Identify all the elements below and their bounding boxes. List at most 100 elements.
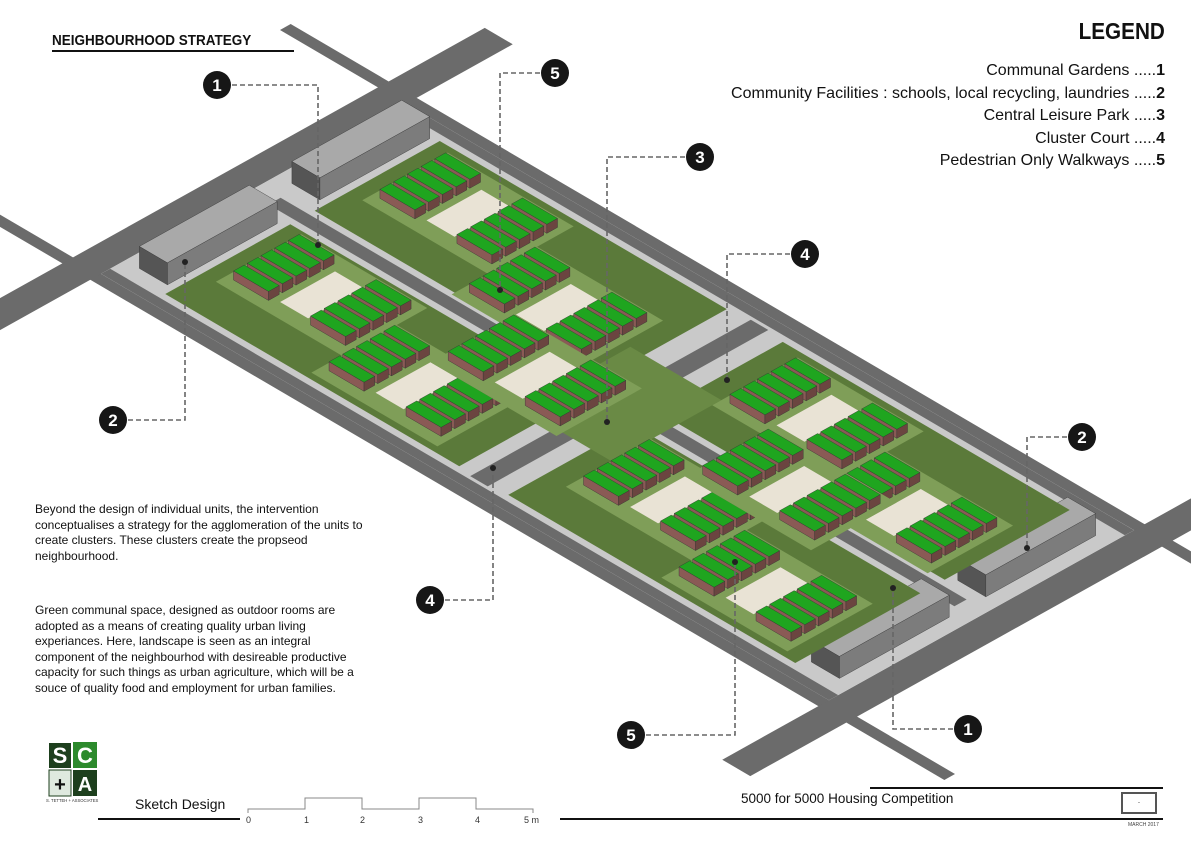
cluster-court [515,284,599,331]
marker-circle [954,715,982,743]
marker-leader-line [606,156,685,422]
marker-anchor-dot [732,559,738,565]
firm-logo: S C + A [48,742,97,797]
housing-unit [729,388,777,425]
marker-anchor-dot [497,287,503,293]
cluster-court [749,466,833,513]
road [722,498,1191,777]
scale-tick: 3 [418,815,424,825]
housing-unit [806,433,854,470]
scale-tick: 5 m [524,815,540,825]
housing-unit [310,309,357,346]
community-facility-building [138,184,278,286]
marker-leader-line [726,253,790,380]
drawing-stage-label: Sketch Design [135,796,226,812]
marker-number: 4 [425,591,435,610]
footer-rule [870,787,1163,789]
marker-number: 1 [963,720,972,739]
cluster-court [776,394,860,442]
firm-name: S. TETTEH + ASSOCIATES [46,798,99,803]
central-leisure-park [520,346,722,462]
marker-anchor-dot [315,242,321,248]
marker-anchor-dot [724,377,730,383]
road [280,24,1191,564]
svg-text:A: A [78,774,92,796]
legend: Communal Gardens .....1 Community Facili… [731,60,1165,173]
footer-rule [560,818,1163,820]
description-paragraph: Green communal space, designed as outdoo… [35,603,354,695]
marker-anchor-dot [182,259,188,265]
housing-unit [379,183,427,220]
marker-number: 1 [212,76,221,95]
marker-leader-line [232,84,319,245]
cluster-court [280,271,363,319]
marker-circle [686,143,714,171]
legend-item-community-facilities: Community Facilities : schools, local re… [731,84,1165,102]
cluster-court [426,189,510,237]
housing-unit [895,527,943,564]
road [396,103,1135,536]
cluster-court [630,476,713,524]
scale-tick: 4 [475,815,481,825]
page-title: NEIGHBOURHOOD STRATEGY [52,32,252,49]
road [0,27,513,331]
housing-unit [456,228,504,265]
marker-anchor-dot [604,419,610,425]
marker-circle [1068,423,1096,451]
housing-unit [233,264,280,301]
marker-circle [617,721,645,749]
housing-unit [755,605,803,642]
legend-item-communal-gardens: Communal Gardens .....1 [986,62,1165,79]
marker-circle [541,59,569,87]
housing-unit [702,459,749,496]
marker-leader-line [445,468,494,601]
cluster-court [494,351,578,399]
housing-unit [405,400,453,437]
marker-number: 5 [626,726,635,745]
scale-tick: 2 [360,815,366,825]
marker-number: 2 [108,411,117,430]
community-facility-building [291,99,431,201]
date-label: MARCH 2017 [1128,822,1159,828]
housing-unit [583,469,630,506]
marker-circle [99,406,127,434]
marker-leader-line [128,262,186,421]
road [101,268,839,701]
housing-unit [660,514,707,551]
marker-anchor-dot [890,585,896,591]
scale-tick: 1 [304,815,310,825]
legend-title: LEGEND [1078,18,1165,44]
svg-text:+: + [54,774,66,796]
scale-bar [247,797,534,813]
marker-leader-line [646,562,736,736]
legend-item-central-park: Central Leisure Park .....3 [983,107,1165,124]
housing-unit [779,504,826,541]
marker-number: 2 [1077,428,1086,447]
housing-unit [328,355,376,392]
title-underline [52,50,294,52]
marker-leader-line [1026,436,1067,548]
marker-leader-line [499,72,540,290]
marker-number: 4 [800,245,810,264]
sheet-number-box: . [1121,792,1157,814]
legend-item-cluster-court: Cluster Court .....4 [1035,129,1165,147]
svg-text:S: S [53,743,68,768]
marker-anchor-dot [490,465,496,471]
housing-unit [447,345,495,382]
housing-unit [468,277,516,314]
svg-text:C: C [77,743,93,768]
competition-title: 5000 for 5000 Housing Competition [741,791,954,806]
legend-item-walkways: Pedestrian Only Walkways .....5 [939,152,1165,169]
marker-circle [416,586,444,614]
description-paragraph: Beyond the design of individual units, t… [35,502,363,563]
marker-circle [791,240,819,268]
marker-anchor-dot [1024,545,1030,551]
marker-circle [203,71,231,99]
cluster-court [375,362,459,410]
cluster-court [725,567,809,615]
marker-number: 3 [695,148,704,167]
road [0,214,955,780]
cluster-court [865,489,949,536]
footer-rule [98,818,240,820]
